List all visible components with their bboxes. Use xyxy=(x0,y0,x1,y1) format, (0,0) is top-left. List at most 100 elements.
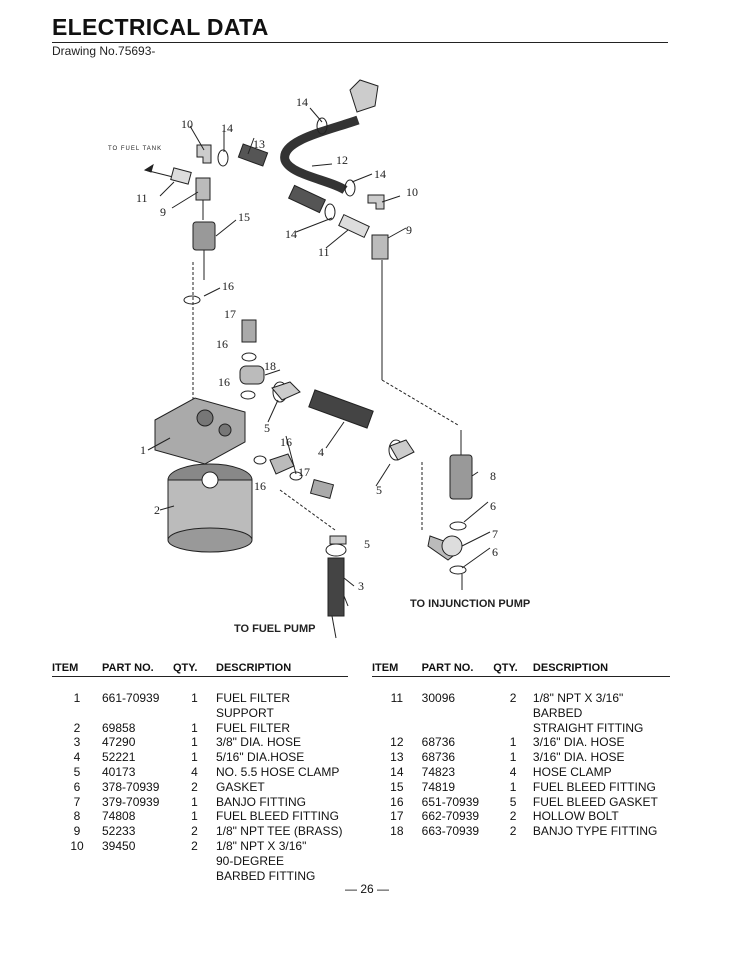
description-line: 3/8" DIA. HOSE xyxy=(216,735,301,750)
callout-5c: 5 xyxy=(364,537,370,551)
hollow-bolt-17a xyxy=(241,319,257,343)
part-no-cell: 52221 xyxy=(102,750,136,765)
description-cell: FUEL BLEED GASKET xyxy=(533,795,670,810)
item-cell: 2 xyxy=(73,720,81,735)
description-line: 1/8" NPT X 3/16" BARBED xyxy=(532,691,624,720)
hose-clamp xyxy=(217,149,229,167)
item-cell: 8 xyxy=(73,809,81,824)
part-no-cell: 40173 xyxy=(102,764,136,779)
callout-15: 15 xyxy=(238,210,250,224)
part-no-cell: 74823 xyxy=(421,764,456,779)
clamp-5c xyxy=(325,543,347,557)
callout-14-top: 14 xyxy=(296,95,308,109)
callout-16d: 16 xyxy=(280,435,292,449)
qty-cell: 1 xyxy=(191,691,198,705)
hose-12 xyxy=(280,115,360,194)
description-line: HOLLOW BOLT xyxy=(532,809,619,824)
part-no-cell: 68736 xyxy=(421,735,456,750)
qty-cell: 1 xyxy=(191,794,198,809)
qty-cell: 2 xyxy=(191,838,198,853)
description-cell: GASKET xyxy=(216,780,346,795)
description-cell: 3/8" DIA. HOSE xyxy=(216,735,346,750)
callout-5b: 5 xyxy=(376,483,382,497)
callout-14-left: 14 xyxy=(221,121,233,135)
table-row: 7 379-70939 1 BANJO FITTING xyxy=(52,795,348,810)
description-cell: BANJO FITTING xyxy=(216,795,346,810)
drawing-number: Drawing No.75693- xyxy=(52,44,156,58)
tee-fitting-right xyxy=(371,234,389,260)
fitting-top-right xyxy=(349,79,379,113)
gasket-16b xyxy=(241,352,257,362)
description-line: BANJO FITTING xyxy=(216,794,306,809)
description-line: FUEL BLEED FITTING xyxy=(216,809,339,824)
elbow-fitting-right xyxy=(367,194,385,210)
description-line: FUEL BLEED GASKET xyxy=(532,794,658,809)
bleed-fitting-8 xyxy=(449,454,473,500)
description-line: 90-DEGREE xyxy=(216,853,285,868)
callout-16a: 16 xyxy=(222,279,234,293)
to-injection-pump-caption: TO INJUNCTION PUMP xyxy=(410,598,530,610)
col-item: ITEM xyxy=(372,662,399,674)
item-cell: 11 xyxy=(390,691,404,705)
page-title: ELECTRICAL DATA xyxy=(52,14,269,40)
item-cell: 15 xyxy=(390,779,404,794)
qty-cell: 2 xyxy=(191,779,198,794)
description-cell: 3/16" DIA. HOSE xyxy=(533,750,670,765)
gasket-6b xyxy=(449,565,467,575)
item-cell: 4 xyxy=(73,750,81,765)
part-no-cell: 661-70939 xyxy=(102,691,160,705)
callout-16e: 16 xyxy=(254,479,266,493)
hose-mid xyxy=(287,184,327,214)
qty-cell: 1 xyxy=(509,779,517,794)
item-cell: 7 xyxy=(73,794,81,809)
callout-9-left: 9 xyxy=(160,205,166,219)
description-line: 5/16" DIA.HOSE xyxy=(216,750,305,765)
callout-11-right: 11 xyxy=(318,245,330,259)
qty-cell: 2 xyxy=(509,691,517,705)
item-cell: 10 xyxy=(70,838,84,853)
part-no-cell: 52233 xyxy=(102,824,136,839)
col-qty: QTY. xyxy=(493,662,518,674)
item-cell: 12 xyxy=(390,735,404,750)
part-no-cell: 651-70939 xyxy=(421,794,480,809)
callout-5a: 5 xyxy=(264,421,270,435)
part-no-cell: 379-70939 xyxy=(102,794,160,809)
bleed-fitting-15 xyxy=(192,221,216,251)
description-line: BANJO TYPE FITTING xyxy=(532,824,658,839)
qty-cell: 1 xyxy=(191,735,198,750)
hose-clamp-mid xyxy=(344,179,356,197)
description-line: 3/16" DIA. HOSE xyxy=(532,750,625,765)
description-cell: FUEL FILTER SUPPORT xyxy=(216,691,346,721)
col-item: ITEM xyxy=(52,662,79,674)
callout-18: 18 xyxy=(264,359,276,373)
description-cell: HOSE CLAMP xyxy=(533,765,670,780)
item-cell: 9 xyxy=(73,824,81,839)
tee-fitting-left xyxy=(195,177,211,201)
qty-cell: 1 xyxy=(191,809,198,824)
callout-14-mid: 14 xyxy=(374,167,386,181)
item-cell: 16 xyxy=(390,794,404,809)
fuel-filter-support xyxy=(154,397,246,465)
gasket-16c xyxy=(240,390,256,400)
description-cell: 5/16" DIA.HOSE xyxy=(216,750,346,765)
callout-3: 3 xyxy=(358,579,364,593)
callout-9-right: 9 xyxy=(406,223,412,237)
description-line: FUEL FILTER SUPPORT xyxy=(216,691,291,720)
callout-4: 4 xyxy=(318,445,324,459)
callout-2: 2 xyxy=(154,503,160,517)
banjo-fitting-lower xyxy=(269,453,295,475)
qty-cell: 2 xyxy=(191,824,198,839)
description-line: HOSE CLAMP xyxy=(532,764,612,779)
callout-12: 12 xyxy=(336,153,348,167)
